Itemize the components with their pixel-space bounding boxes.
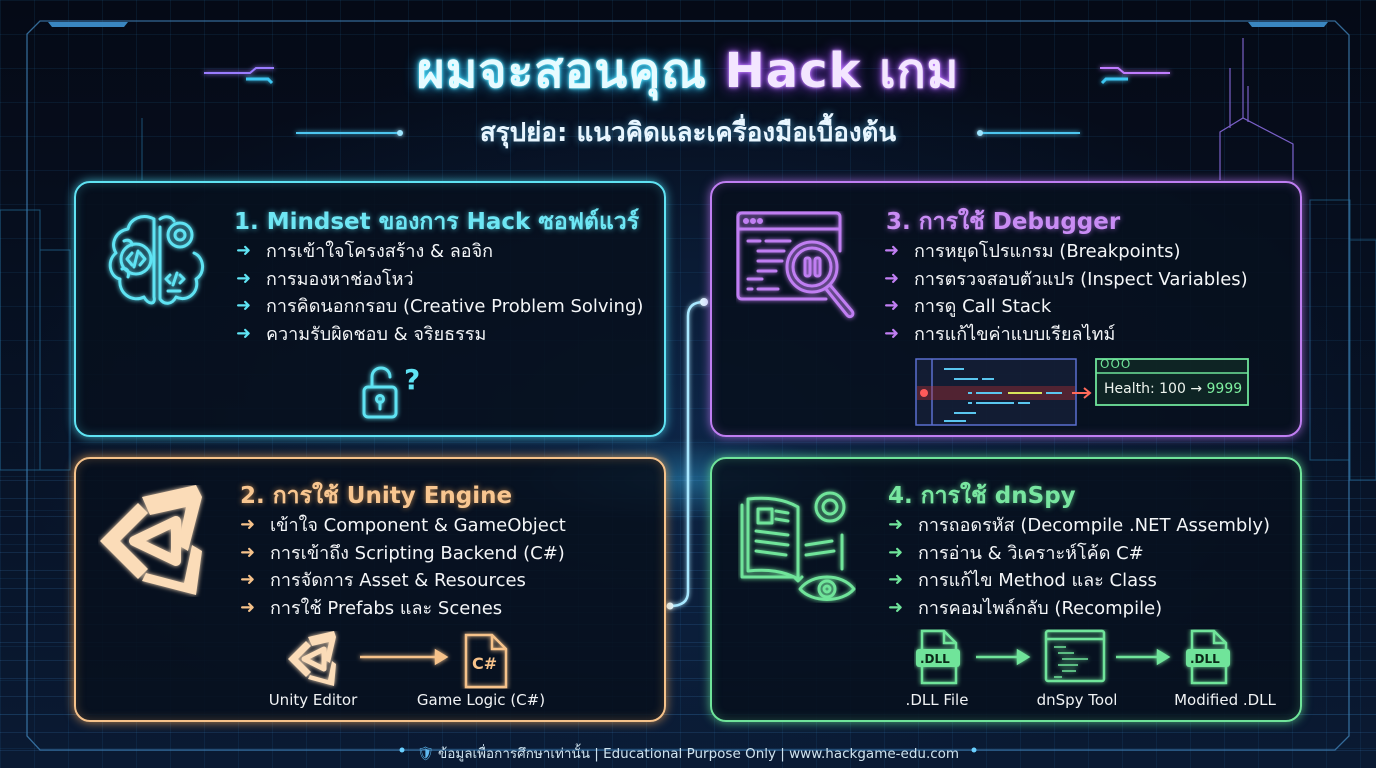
card-mindset: 1. Mindset ของการ Hack ซอฟต์แวร์ ➜การเข้… <box>74 181 666 437</box>
unlocked-padlock-question-icon: ? <box>362 363 420 419</box>
bullet-list: ➜การหยุดโปรแกรม (Breakpoints) ➜การตรวจสอ… <box>884 237 1248 347</box>
bullet-item: ➜การคิดนอกกรอบ (Creative Problem Solving… <box>236 295 644 318</box>
arrow-right-icon: ➜ <box>888 569 904 591</box>
code-window-icon <box>1044 629 1106 683</box>
arrow-right-icon: ➜ <box>888 541 904 563</box>
bullet-item: ➜การเข้าถึง Scripting Backend (C#) <box>240 541 565 564</box>
arrow-right-icon: ➜ <box>884 322 900 344</box>
flow-label: .DLL File <box>905 691 969 709</box>
bullet-item: ➜การคอมไพล์กลับ (Recompile) <box>888 596 1163 619</box>
breakpoint-code-panel <box>915 358 1249 426</box>
bullet-item: ➜การอ่าน & วิเคราะห์โค้ด C# <box>888 541 1144 564</box>
bullet-item: ➜การใช้ Prefabs และ Scenes <box>240 596 503 619</box>
card-debugger: 3. การใช้ Debugger ➜การหยุดโปรแกรม (Brea… <box>710 181 1302 437</box>
arrow-right-icon: ➜ <box>884 267 900 289</box>
title-thai: ผมจะสอนคุณ <box>416 43 707 99</box>
bullet-list: ➜การถอดรหัส (Decompile .NET Assembly) ➜ก… <box>888 511 1270 621</box>
unity-logo-icon <box>100 485 202 595</box>
page-header: ผมจะสอนคุณ Hack เกม สรุปย่อ: แนวคิดและเค… <box>0 36 1376 153</box>
svg-text:.DLL: .DLL <box>920 652 950 666</box>
flow-label: Unity Editor <box>268 691 358 709</box>
flow-label: Game Logic (C#) <box>416 691 546 709</box>
bullet-item: ➜การแก้ไขค่าแบบเรียลไทม์ <box>884 322 1116 345</box>
arrow-right-icon: ➜ <box>236 240 252 262</box>
card-unity: 2. การใช้ Unity Engine ➜เข้าใจ Component… <box>74 457 666 722</box>
svg-text:?: ? <box>404 363 420 396</box>
bullet-item: ➜เข้าใจ Component & GameObject <box>240 514 566 537</box>
svg-text:.DLL: .DLL <box>1190 652 1220 666</box>
unity-logo-icon <box>288 631 336 686</box>
page-title: ผมจะสอนคุณ Hack เกม <box>0 36 1376 106</box>
arrow-right-icon: ➜ <box>888 596 904 618</box>
bullet-item: ➜การหยุดโปรแกรม (Breakpoints) <box>884 240 1181 263</box>
code-window-magnifier-pause-icon <box>736 211 855 319</box>
page-footer: 🛡ข้อมูลเพื่อการศึกษาเท่านั้น | Education… <box>0 742 1376 764</box>
flow-label: Modified .DLL <box>1174 691 1276 709</box>
arrow-right-icon: ➜ <box>884 295 900 317</box>
window-dots: OOO <box>1100 357 1132 371</box>
arrow-right-icon: ➜ <box>240 569 256 591</box>
flow-label: dnSpy Tool <box>1036 691 1118 709</box>
shield-check-icon: 🛡 <box>416 746 435 762</box>
book-gear-eye-icon <box>740 491 856 601</box>
title-highlight: Hack เกม <box>724 43 960 99</box>
card-title: 2. การใช้ Unity Engine <box>240 483 513 509</box>
svg-text:C#: C# <box>472 654 497 673</box>
arrow-right-icon: ➜ <box>240 541 256 563</box>
card-dnspy: 4. การใช้ dnSpy ➜การถอดรหัส (Decompile .… <box>710 457 1302 722</box>
card-title: 1. Mindset ของการ Hack ซอฟต์แวร์ <box>234 209 640 235</box>
bullet-list: ➜การเข้าใจโครงสร้าง & ลอจิก ➜การมองหาช่อ… <box>236 237 643 347</box>
footer-text: ข้อมูลเพื่อการศึกษาเท่านั้น | Educationa… <box>438 746 960 762</box>
csharp-file-icon <box>464 633 508 689</box>
bullet-list: ➜เข้าใจ Component & GameObject ➜การเข้าถ… <box>240 511 566 621</box>
arrow-right-icon: ➜ <box>884 240 900 262</box>
dnspy-flow: .DLL .DLL <box>916 629 1230 685</box>
arrow-right-icon: ➜ <box>236 267 252 289</box>
bullet-item: ➜ความรับผิดชอบ & จริยธรรม <box>236 322 487 345</box>
bullet-item: ➜การดู Call Stack <box>884 295 1052 318</box>
arrow-right-icon: ➜ <box>240 514 256 536</box>
bullet-item: ➜การเข้าใจโครงสร้าง & ลอจิก <box>236 240 494 263</box>
health-value-display: Health: 100 → 9999 <box>1104 381 1243 397</box>
arrow-right-icon: ➜ <box>240 596 256 618</box>
bullet-item: ➜การแก้ไข Method และ Class <box>888 569 1157 592</box>
bullet-item: ➜การตรวจสอบตัวแปร (Inspect Variables) <box>884 267 1248 290</box>
unity-to-csharp-flow: C# <box>288 631 508 689</box>
bullet-item: ➜การถอดรหัส (Decompile .NET Assembly) <box>888 514 1270 537</box>
card-title: 4. การใช้ dnSpy <box>888 483 1076 509</box>
breakpoint-dot <box>920 389 928 397</box>
brain-gear-code-icon <box>108 215 204 305</box>
arrow-right-icon: ➜ <box>236 322 252 344</box>
card-title: 3. การใช้ Debugger <box>886 209 1121 235</box>
arrow-right-icon: ➜ <box>236 295 252 317</box>
bullet-item: ➜การจัดการ Asset & Resources <box>240 569 526 592</box>
bullet-item: ➜การมองหาช่องโหว่ <box>236 267 414 290</box>
arrow-right-icon: ➜ <box>888 514 904 536</box>
page-subtitle: สรุปย่อ: แนวคิดและเครื่องมือเบื้องต้น <box>479 118 897 148</box>
